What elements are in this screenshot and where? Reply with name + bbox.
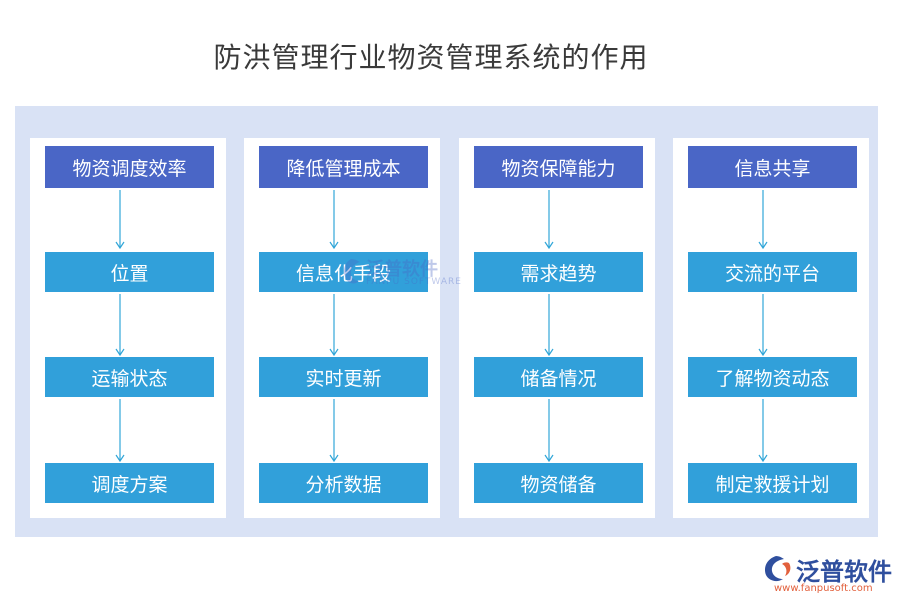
fanpu-logo-icon	[765, 556, 791, 582]
step-box: 储备情况	[474, 357, 643, 397]
arrow-down-icon	[544, 294, 554, 357]
step-box: 物资储备	[474, 463, 643, 503]
arrow-down-icon	[115, 294, 125, 357]
arrow-down-icon	[758, 399, 768, 463]
logo-url: www.fanpusoft.com	[774, 583, 873, 594]
arrow-down-icon	[544, 399, 554, 463]
arrow-down-icon	[329, 190, 339, 250]
step-box: 实时更新	[259, 357, 428, 397]
column-header: 降低管理成本	[259, 146, 428, 188]
column-supply-assurance: 物资保障能力 需求趋势 储备情况 物资储备	[459, 138, 655, 518]
column-header: 物资调度效率	[45, 146, 214, 188]
step-box: 了解物资动态	[688, 357, 857, 397]
step-box: 交流的平台	[688, 252, 857, 292]
step-box: 制定救援计划	[688, 463, 857, 503]
column-header: 信息共享	[688, 146, 857, 188]
step-box: 需求趋势	[474, 252, 643, 292]
column-material-dispatch: 物资调度效率 位置 运输状态 调度方案	[30, 138, 226, 518]
arrow-down-icon	[758, 294, 768, 357]
column-header: 物资保障能力	[474, 146, 643, 188]
diagram-title: 防洪管理行业物资管理系统的作用	[213, 41, 649, 74]
column-cost-reduction: 降低管理成本 信息化手段 实时更新 分析数据	[244, 138, 440, 518]
arrow-down-icon	[115, 399, 125, 463]
brand-logo: 泛普软件 www.fanpusoft.com	[760, 552, 895, 596]
step-box: 分析数据	[259, 463, 428, 503]
arrow-down-icon	[115, 190, 125, 250]
column-information-sharing: 信息共享 交流的平台 了解物资动态 制定救援计划	[673, 138, 869, 518]
step-box: 信息化手段	[259, 252, 428, 292]
step-box: 运输状态	[45, 357, 214, 397]
arrow-down-icon	[329, 399, 339, 463]
step-box: 位置	[45, 252, 214, 292]
arrow-down-icon	[329, 294, 339, 357]
arrow-down-icon	[544, 190, 554, 250]
step-box: 调度方案	[45, 463, 214, 503]
arrow-down-icon	[758, 190, 768, 250]
logo-name: 泛普软件	[796, 558, 892, 586]
